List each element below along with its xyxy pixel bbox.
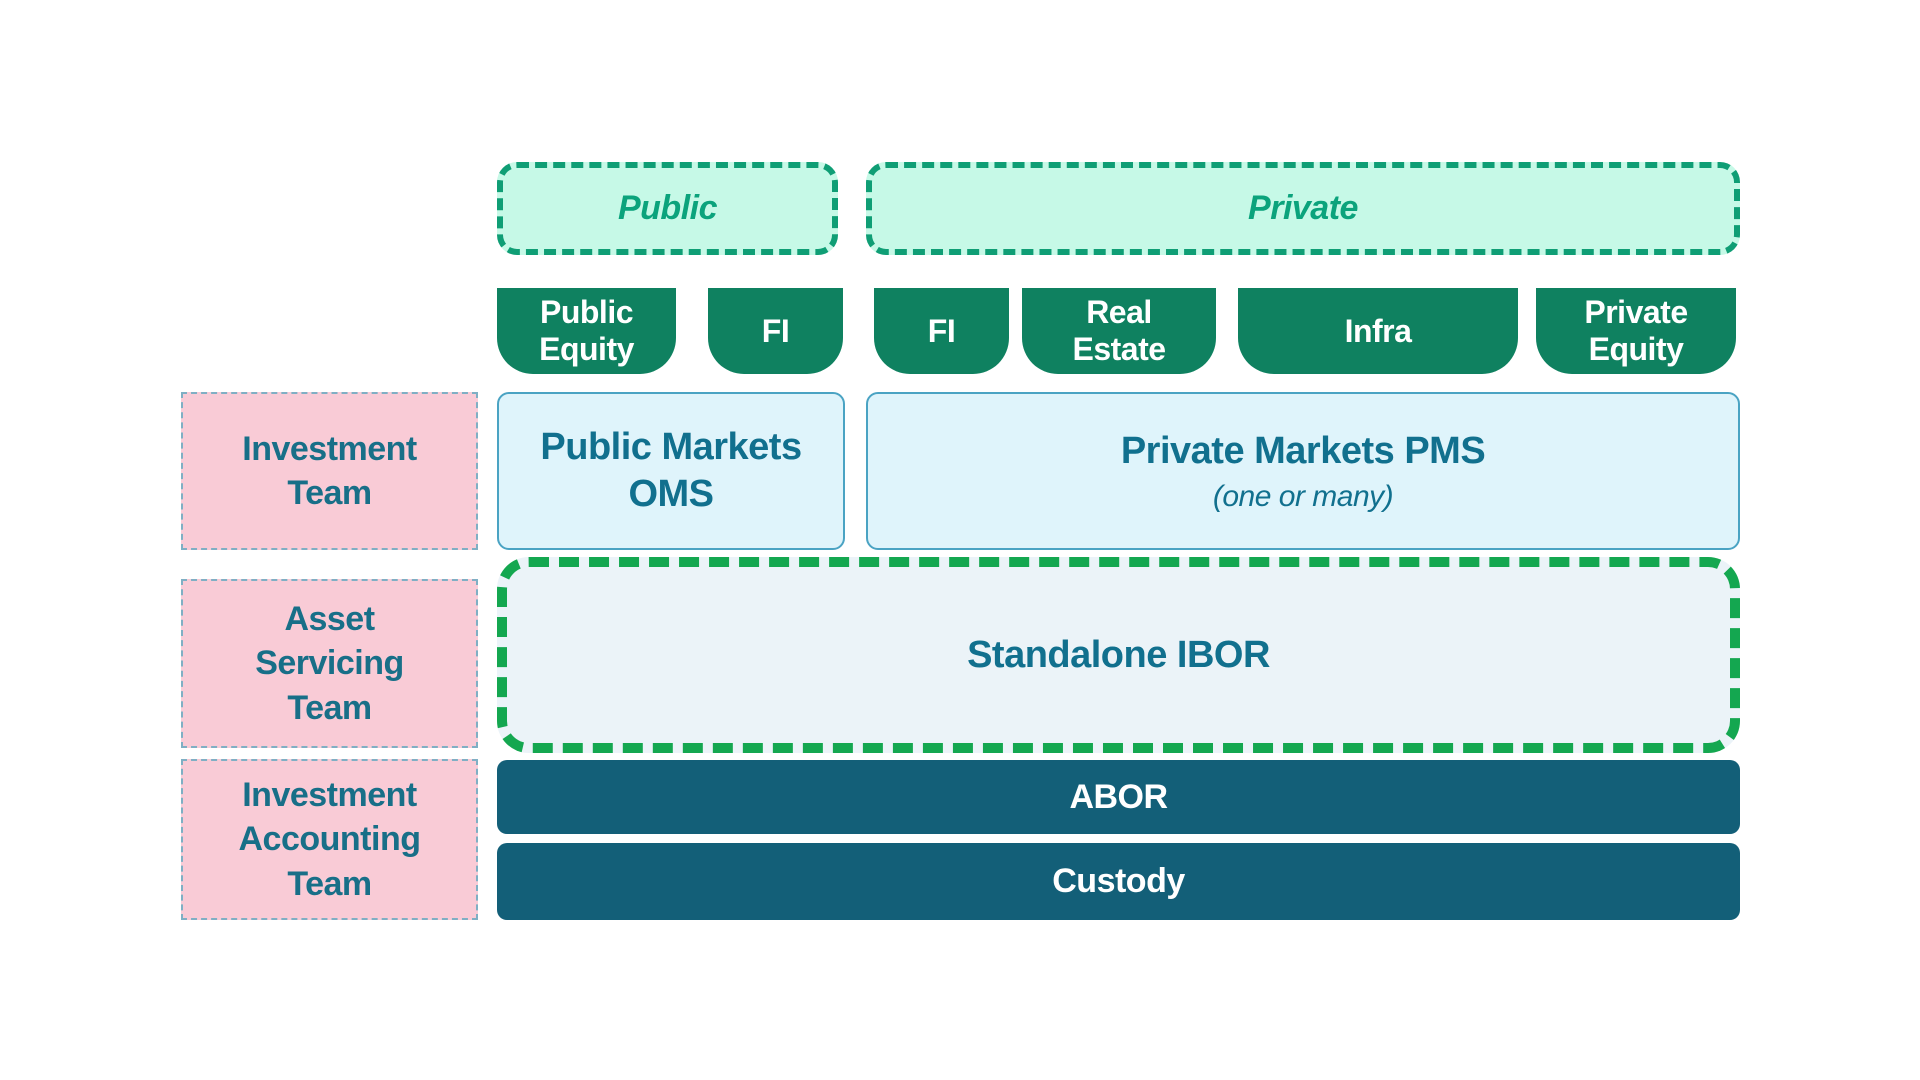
tab-real-estate: Real Estate xyxy=(1022,288,1216,374)
tab-fi-private: FI xyxy=(874,288,1009,374)
standalone-ibor-box: Standalone IBOR xyxy=(497,557,1740,753)
private-markets-pms-label: Private Markets PMS xyxy=(1120,430,1486,473)
team-asset-servicing: Asset Servicing Team xyxy=(181,579,478,748)
private-group-label: Private xyxy=(1248,189,1358,227)
standalone-ibor-label: Standalone IBOR xyxy=(967,633,1270,676)
public-markets-oms-box: Public Markets OMS xyxy=(497,392,845,550)
private-markets-pms-note: (one or many) xyxy=(1212,479,1394,513)
team-investment-accounting: Investment Accounting Team xyxy=(181,759,478,920)
tab-fi-public-label: FI xyxy=(761,312,790,349)
team-investment-label: Investment Team xyxy=(242,429,417,512)
custody-label: Custody xyxy=(1052,862,1185,900)
tab-public-equity-label: Public Equity xyxy=(539,294,634,367)
tab-fi-public: FI xyxy=(708,288,843,374)
tab-private-equity-label: Private Equity xyxy=(1584,294,1688,367)
tab-public-equity: Public Equity xyxy=(497,288,676,374)
tab-infra: Infra xyxy=(1238,288,1518,374)
abor-bar: ABOR xyxy=(497,760,1740,834)
private-group-box: Private xyxy=(866,162,1740,255)
team-investment: Investment Team xyxy=(181,392,478,550)
team-investment-accounting-label: Investment Accounting Team xyxy=(238,776,421,903)
public-markets-oms-label: Public Markets OMS xyxy=(540,425,802,516)
tab-infra-label: Infra xyxy=(1344,312,1412,349)
public-group-box: Public xyxy=(497,162,838,255)
private-markets-pms-box: Private Markets PMS (one or many) xyxy=(866,392,1740,550)
abor-label: ABOR xyxy=(1069,777,1168,816)
tab-private-equity: Private Equity xyxy=(1536,288,1736,374)
public-group-label: Public xyxy=(617,189,718,227)
team-asset-servicing-label: Asset Servicing Team xyxy=(255,600,404,727)
tab-fi-private-label: FI xyxy=(927,312,956,349)
tab-real-estate-label: Real Estate xyxy=(1072,294,1166,367)
custody-bar: Custody xyxy=(497,843,1740,920)
